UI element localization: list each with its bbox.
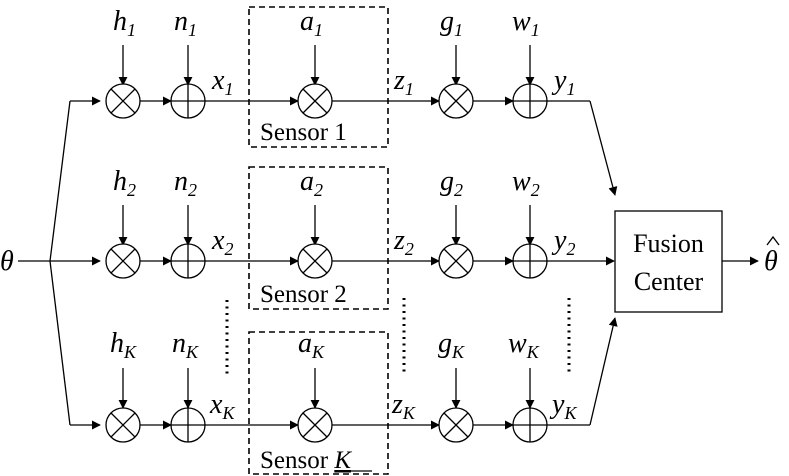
- fusion-center: Fusion Center: [614, 210, 723, 313]
- ak-label: aK: [298, 328, 325, 362]
- ellipsis-dots: [225, 298, 571, 376]
- a1-label: a1: [300, 6, 323, 40]
- g1-label: g1: [440, 6, 463, 40]
- wk-label: wK: [508, 328, 540, 362]
- z2-label: z2: [393, 225, 414, 259]
- y1-label: y1: [551, 65, 575, 99]
- g2-label: g2: [440, 166, 463, 200]
- h1-label: h1: [113, 6, 136, 40]
- fusion-center-line1: Fusion: [633, 229, 704, 258]
- input-theta-label: θ: [0, 246, 14, 277]
- w2-label: w2: [512, 166, 540, 200]
- x1-label: x1: [211, 65, 233, 99]
- row-2: Sensor 2 h2 n2 a2 g2 w2 x2 z2 y2: [105, 166, 615, 310]
- row-1: Sensor 1 h1 n1 a1 g1 w1 x1 z1 y1: [105, 6, 618, 196]
- sensor-k-box: [248, 331, 389, 475]
- hk-label: hK: [110, 328, 137, 362]
- fusion-center-box: [614, 210, 723, 313]
- fusion-center-line2: Center: [634, 267, 704, 296]
- row-k: Sensor K hK nK aK gK wK xK zK yK: [105, 317, 618, 475]
- z1-label: z1: [393, 65, 414, 99]
- sensor-1-label: Sensor 1: [260, 119, 347, 146]
- n1-label: n1: [174, 6, 197, 40]
- hat-accent: [766, 235, 780, 246]
- sensor-2-box: [248, 166, 389, 310]
- yk-label: yK: [549, 389, 577, 423]
- y2-label: y2: [551, 225, 575, 259]
- zk-label: zK: [391, 389, 416, 423]
- input-split-lines: [18, 96, 101, 430]
- xk-label: xK: [209, 389, 235, 423]
- w1-label: w1: [512, 6, 540, 40]
- output-theta-hat-label: θ: [764, 246, 778, 277]
- a2-label: a2: [300, 166, 323, 200]
- sensor-k-label: Sensor K: [260, 447, 352, 474]
- n2-label: n2: [174, 166, 197, 200]
- x2-label: x2: [211, 225, 233, 259]
- nk-label: nK: [172, 328, 199, 362]
- sensor-2-label: Sensor 2: [260, 281, 347, 308]
- h2-label: h2: [113, 166, 136, 200]
- gk-label: gK: [438, 328, 465, 362]
